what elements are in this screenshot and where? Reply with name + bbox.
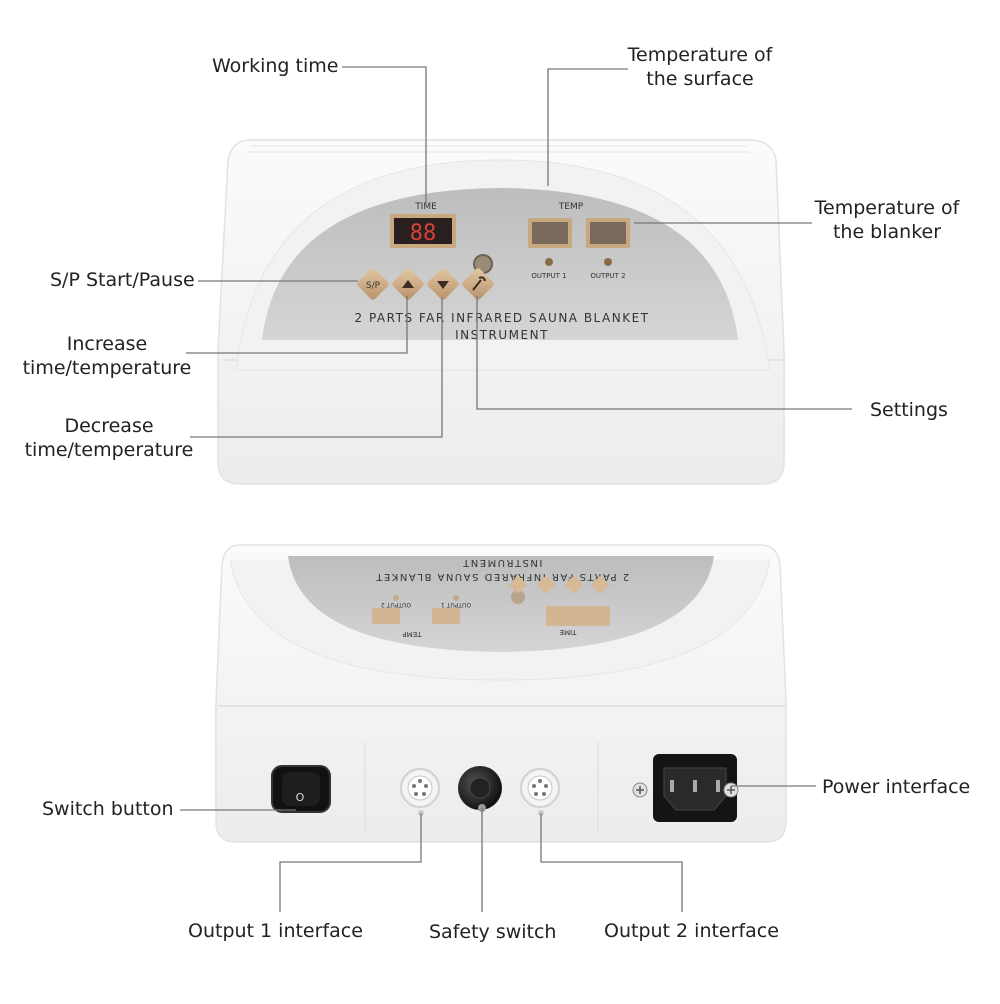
back-increase-button — [565, 576, 583, 594]
callout-temp-blanker-line2: the blanker — [832, 221, 942, 243]
output2-label: OUTPUT 2 — [590, 272, 625, 280]
callout-output1-interface: Output 1 interface — [188, 920, 363, 942]
callout-increase-line2: time/temperature — [22, 357, 192, 379]
leader-temp-surface — [547, 68, 628, 186]
back-title-line2: INSTRUMENT — [462, 557, 543, 568]
rocker-switch[interactable]: O — [271, 765, 331, 813]
callout-increase-line1: Increase — [66, 333, 148, 355]
back-decrease-button — [537, 576, 555, 594]
back-output1-indicator — [453, 595, 459, 601]
wrench-icon — [472, 276, 486, 291]
back-output2-label: OUTPUT 2 — [381, 601, 411, 608]
callout-output2-interface: Output 2 interface — [604, 920, 779, 942]
front-title-line1: 2 PARTS FAR INFRARED SAUNA BLANKET — [355, 311, 650, 325]
device-front: TIME 88 TEMP OUTPUT 1 OUTPUT 2 S/P — [217, 139, 785, 485]
output1-indicator — [545, 258, 553, 266]
settings-button[interactable] — [461, 267, 495, 301]
leader-output2 — [540, 813, 683, 912]
back-settings-knob — [511, 590, 525, 604]
switch-mark: O — [296, 791, 305, 804]
back-settings-button — [509, 576, 527, 594]
output2-indicator — [604, 258, 612, 266]
back-title-line1: 2 PARTS FAR INFRARED SAUNA BLANKET — [375, 571, 629, 582]
front-time-label: TIME — [414, 202, 437, 212]
callout-settings: Settings — [870, 399, 948, 421]
callout-working-time: Working time — [212, 55, 339, 77]
leader-increase — [186, 296, 408, 354]
back-time-display — [546, 606, 610, 626]
callout-switch-button: Switch button — [42, 798, 174, 820]
leader-decrease — [190, 298, 443, 438]
up-arrow-icon — [402, 280, 414, 288]
output2-socket[interactable] — [520, 768, 560, 816]
leader-lines — [180, 66, 852, 912]
callout-temp-surface-line2: the surface — [646, 68, 754, 90]
front-title-line2: INSTRUMENT — [455, 328, 549, 342]
output1-socket[interactable] — [400, 768, 440, 816]
sp-button-label: S/P — [366, 281, 381, 291]
back-sp-button — [591, 576, 609, 594]
safety-switch-knob[interactable] — [458, 766, 502, 812]
callout-temp-blanker-line1: Temperature of — [814, 197, 960, 219]
leader-working-time — [342, 66, 427, 206]
callout-safety-switch: Safety switch — [429, 921, 557, 943]
leader-output1 — [279, 813, 422, 912]
increase-button[interactable] — [391, 267, 425, 301]
callout-power-interface: Power interface — [822, 776, 971, 798]
power-socket[interactable] — [632, 754, 739, 822]
callout-sp-start-pause: S/P Start/Pause — [50, 269, 195, 291]
leader-settings — [476, 296, 852, 410]
callout-decrease-line2: time/temperature — [24, 439, 194, 461]
back-time-label: TIME — [560, 628, 578, 636]
back-temp-label: TEMP — [403, 630, 423, 638]
decrease-button[interactable] — [426, 267, 460, 301]
time-display-digits: 88 — [410, 221, 437, 246]
front-temp-label: TEMP — [558, 202, 584, 212]
device-back: 2 PARTS FAR INFRARED SAUNA BLANKET INSTR… — [215, 544, 787, 843]
back-output2-indicator — [393, 595, 399, 601]
callout-decrease-line1: Decrease — [64, 415, 154, 437]
back-output1-label: OUTPUT 1 — [441, 601, 471, 608]
callout-temp-surface-line1: Temperature of — [627, 44, 773, 66]
back-control-panel — [288, 556, 714, 652]
back-temp-display-2 — [372, 608, 400, 624]
down-arrow-icon — [437, 281, 449, 289]
output1-label: OUTPUT 1 — [531, 272, 566, 280]
sp-button[interactable]: S/P — [356, 267, 390, 301]
back-temp-display-1 — [432, 608, 460, 624]
